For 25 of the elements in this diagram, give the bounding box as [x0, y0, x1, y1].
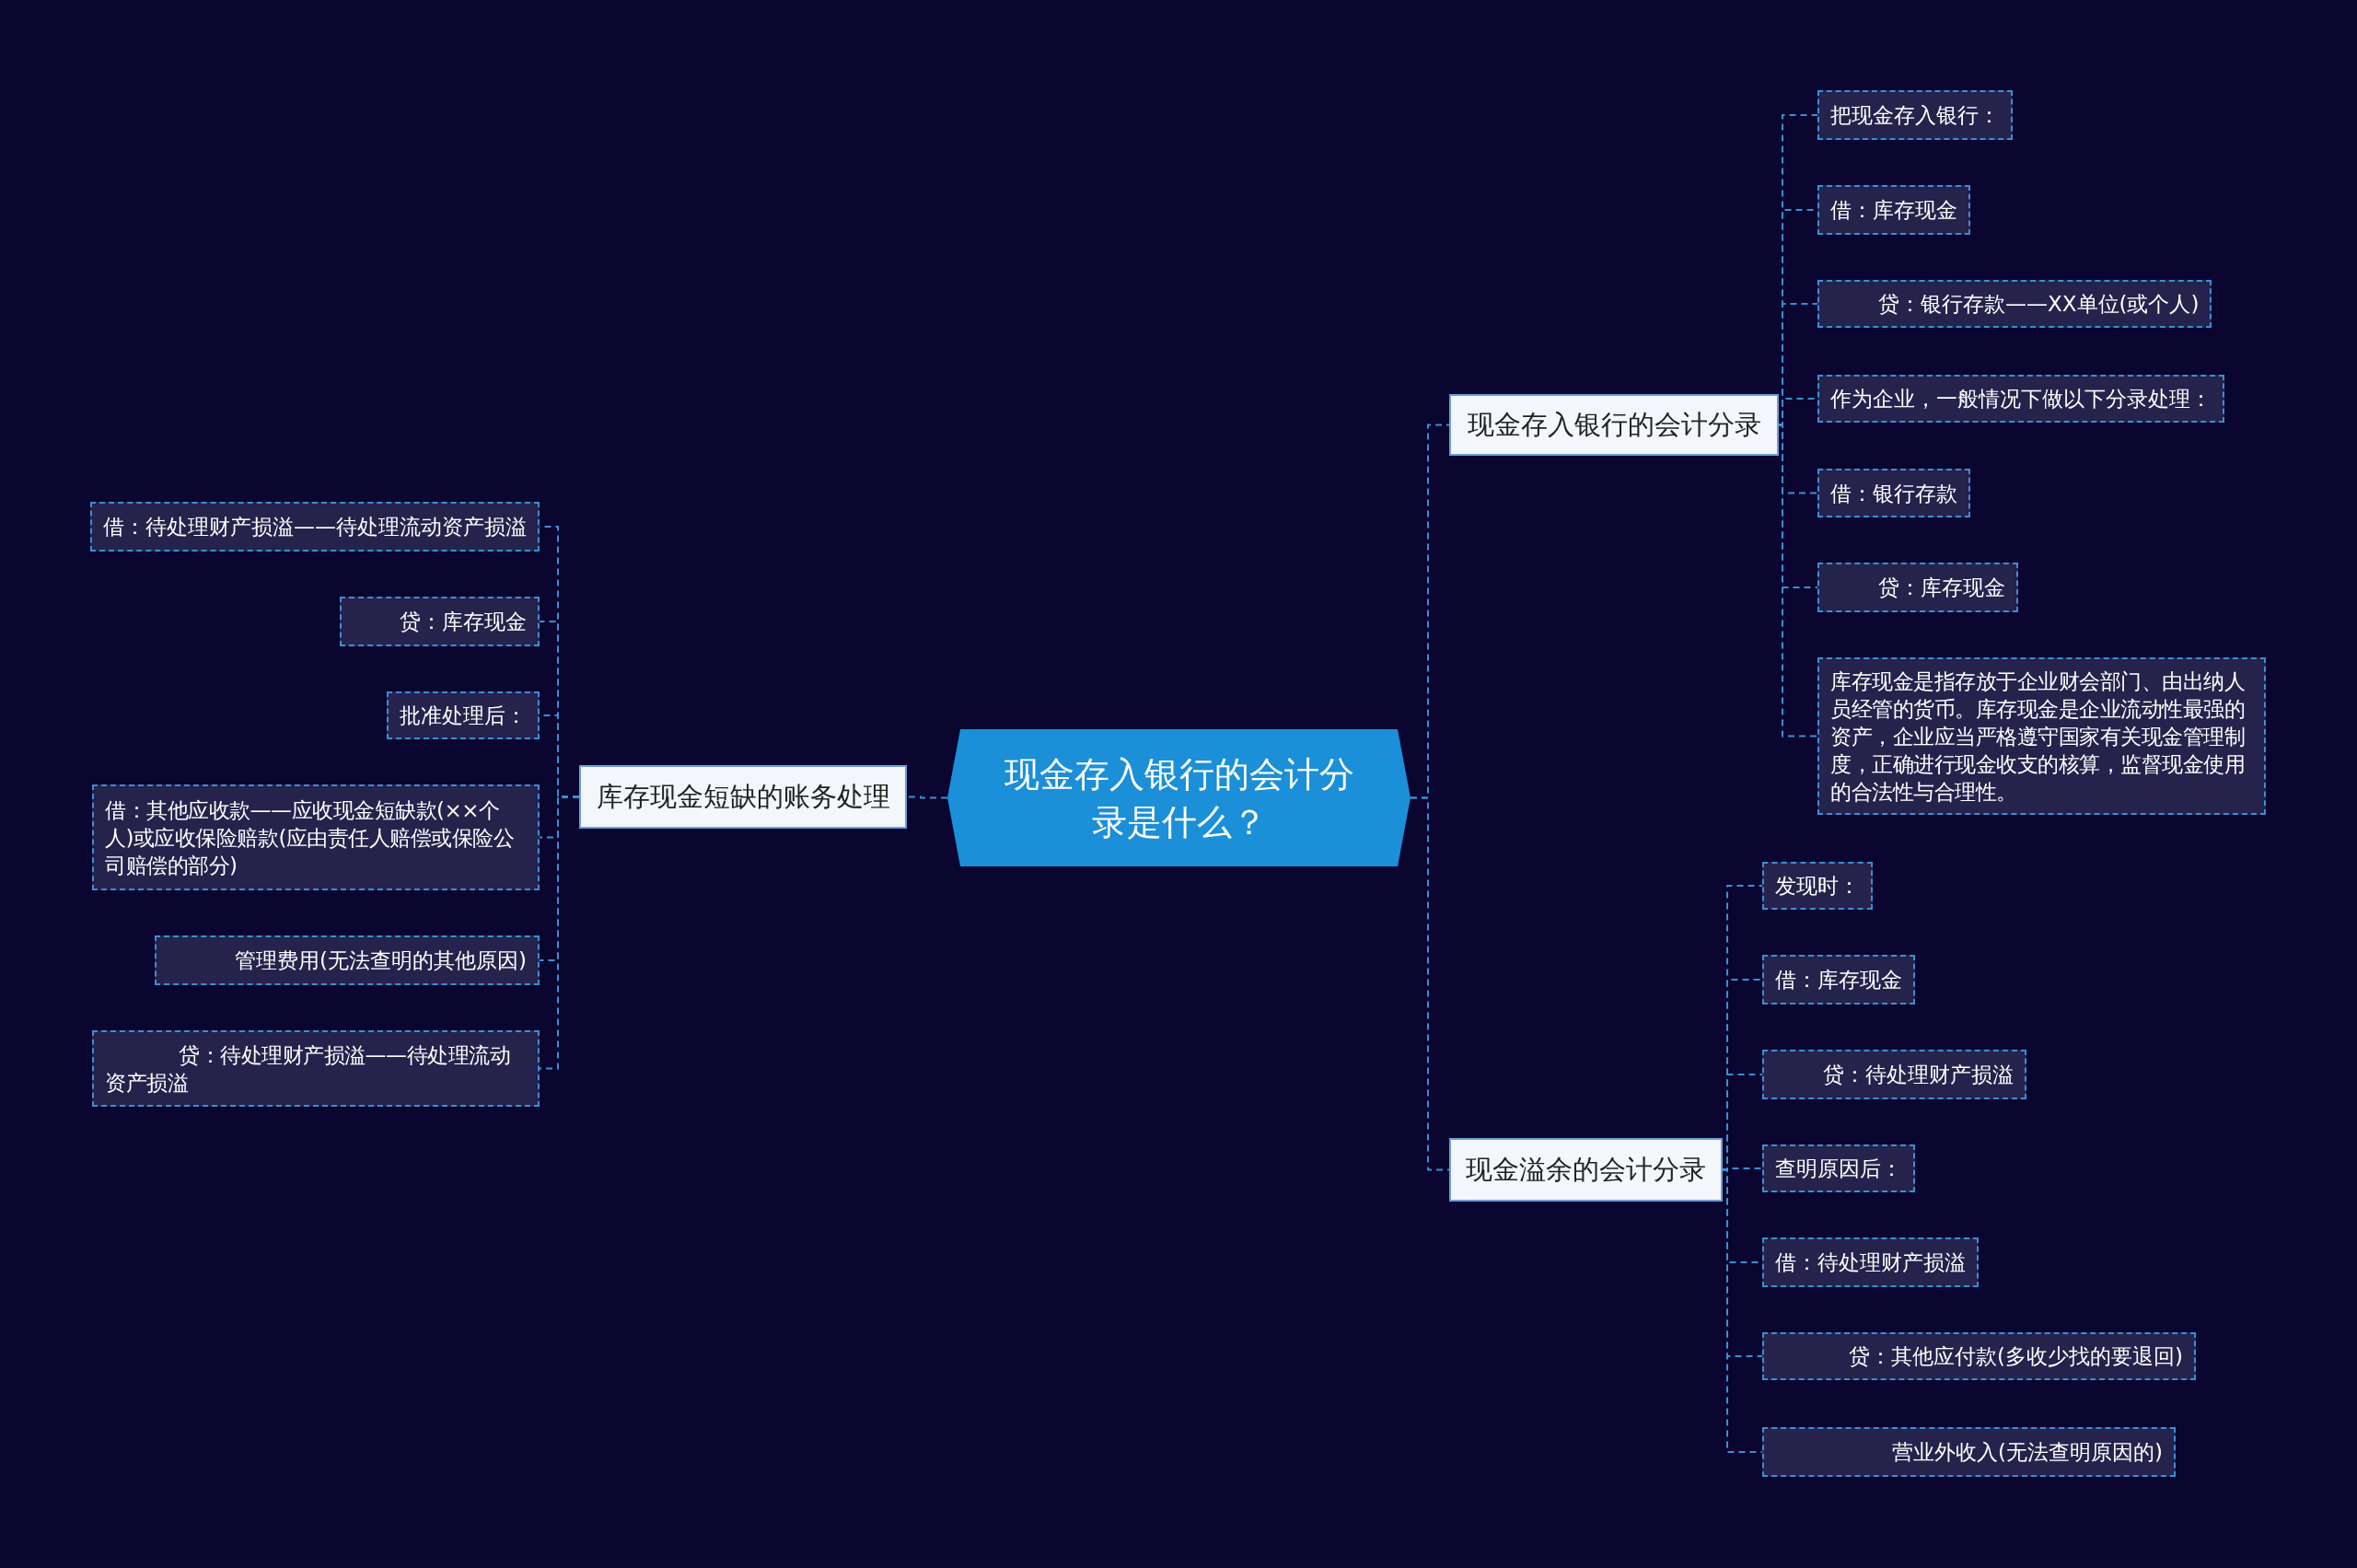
note-box: 批准处理后： [387, 691, 540, 739]
note-box: 贷：待处理财产损溢——待处理流动资产损溢 [92, 1030, 540, 1107]
note-box: 把现金存入银行： [1817, 90, 2013, 140]
note-box: 管理费用(无法查明的其他原因) [155, 935, 540, 985]
note-box: 借：其他应收款——应收现金短缺款(××个人)或应收保险赔款(应由责任人赔偿或保险公司赔偿的部分) [92, 784, 540, 890]
topic-box: 现金溢余的会计分录 [1449, 1138, 1723, 1202]
note-box: 贷：库存现金 [1817, 563, 2018, 612]
connector-line [1410, 796, 1450, 1171]
note-box: 借：库存现金 [1762, 955, 1915, 1005]
note-box: 发现时： [1762, 862, 1873, 910]
connector-line [906, 796, 948, 799]
note-box: 借：银行存款 [1817, 469, 1970, 517]
note-box: 贷：待处理财产损溢 [1762, 1050, 2026, 1099]
note-box: 借：待处理财产损溢 [1762, 1237, 1979, 1287]
note-box: 贷：银行存款——XX单位(或个人) [1817, 280, 2212, 328]
note-box: 营业外收入(无法查明原因的) [1762, 1427, 2176, 1477]
note-box: 贷：其他应付款(多收少找的要退回) [1762, 1332, 2196, 1380]
topic-box: 库存现金短缺的账务处理 [579, 765, 907, 829]
note-box: 查明原因后： [1762, 1144, 1915, 1192]
note-box: 贷：库存现金 [340, 597, 540, 646]
topic-box: 现金存入银行的会计分录 [1449, 394, 1779, 456]
note-box: 借：库存现金 [1817, 185, 1970, 235]
note-box: 库存现金是指存放于企业财会部门、由出纳人员经管的货币。库存现金是企业流动性最强的资产，企业应当严格遵守国家有关现金管理制度，正确进行现金收支的核算，监督现金使用的合法性与合理性。 [1817, 657, 2266, 815]
note-box: 作为企业，一般情况下做以下分录处理： [1817, 375, 2224, 423]
note-box: 借：待处理财产损溢——待处理流动资产损溢 [90, 502, 540, 552]
